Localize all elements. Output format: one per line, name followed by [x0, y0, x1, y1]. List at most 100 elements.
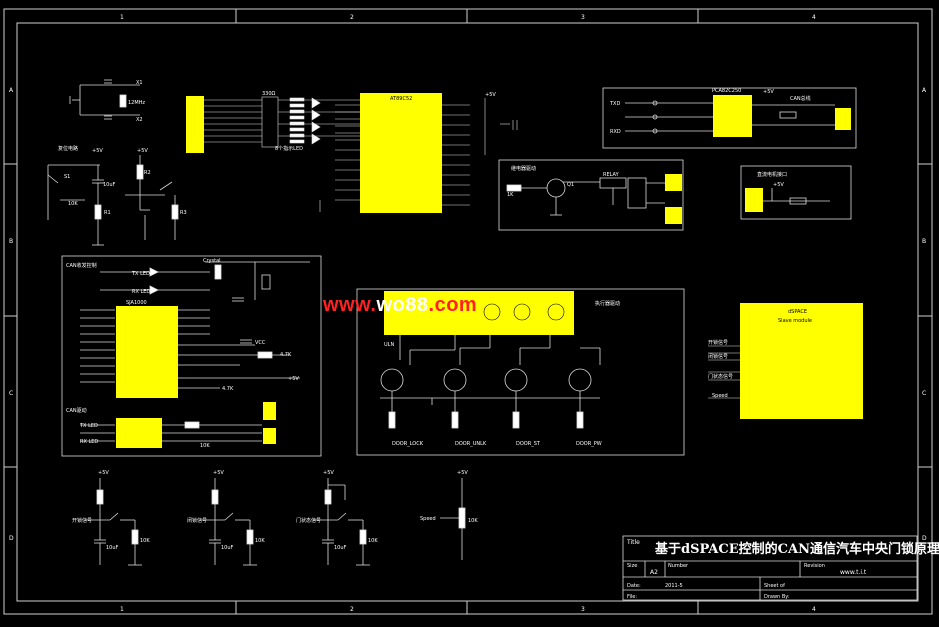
svg-text:PCA82C250: PCA82C250: [712, 88, 741, 94]
mcu-chip: [360, 93, 442, 213]
row-markers: A B C D A B C D: [9, 87, 927, 542]
row-marker: D: [922, 535, 927, 542]
svg-text:门状态信号: 门状态信号: [296, 517, 321, 524]
drawing-frame: [3, 8, 933, 615]
svg-text:10K: 10K: [255, 538, 265, 544]
relay-connector-1: [665, 174, 682, 191]
svg-text:Revision: Revision: [804, 563, 825, 569]
svg-text:CAN总线: CAN总线: [790, 95, 811, 102]
reset-title: 复位电路: [58, 145, 78, 152]
can-jumper-1: [263, 402, 276, 420]
svg-text:R1: R1: [104, 210, 111, 216]
watermark: www.wo88.com: [323, 294, 478, 316]
svg-text:RELAY: RELAY: [603, 172, 620, 178]
svg-text:2011-5: 2011-5: [665, 583, 683, 589]
row-marker: C: [922, 390, 926, 397]
led-label: 8个指示LED: [275, 145, 303, 152]
svg-text:+5V: +5V: [485, 92, 496, 98]
relay-title: 继电器驱动: [511, 165, 536, 172]
actuator-title: 执行器驱动: [595, 300, 620, 307]
svg-text:开锁信号: 开锁信号: [708, 339, 728, 346]
row-marker: C: [9, 390, 13, 397]
svg-text:RXD: RXD: [610, 129, 621, 135]
svg-text:+5V: +5V: [137, 148, 148, 154]
svg-text:SJA1000: SJA1000: [126, 300, 147, 306]
can-controller-chip: [116, 306, 178, 398]
relay-connector-2: [665, 207, 682, 224]
col-marker: 1: [120, 606, 124, 613]
can-block-title: CAN收发控制: [66, 262, 97, 269]
svg-text:330Ω: 330Ω: [262, 91, 276, 97]
svg-text:VCC: VCC: [255, 340, 266, 346]
relay-driver-box: [498, 159, 684, 231]
svg-text:+5V: +5V: [288, 376, 299, 382]
svg-text:A2: A2: [650, 569, 658, 576]
svg-text:+5V: +5V: [213, 470, 224, 476]
motor-title: 直流电机接口: [757, 171, 787, 178]
svg-text:开锁信号: 开锁信号: [72, 517, 92, 524]
svg-text:Speed: Speed: [712, 393, 728, 399]
svg-text:Drawn By:: Drawn By:: [764, 594, 790, 600]
col-marker: 1: [120, 14, 124, 21]
can-control-block: [61, 255, 322, 457]
svg-text:TX LED: TX LED: [131, 271, 150, 277]
svg-text:4.7K: 4.7K: [280, 352, 292, 358]
svg-text:dSPACE: dSPACE: [788, 309, 807, 315]
svg-text:+5V: +5V: [92, 148, 103, 154]
svg-text:+5V: +5V: [763, 89, 774, 95]
drawing-title: 基于dSPACE控制的CAN通信汽车中央门锁原理图: [654, 541, 939, 557]
col-marker: 2: [350, 606, 354, 613]
svg-text:X1: X1: [136, 80, 143, 86]
svg-text:闭锁信号: 闭锁信号: [187, 517, 207, 524]
can-driver-chip: [116, 418, 162, 448]
svg-text:TXD: TXD: [609, 101, 620, 107]
title-block: [622, 535, 918, 601]
svg-text:RX LED: RX LED: [132, 289, 150, 295]
svg-text:10K: 10K: [468, 518, 478, 524]
can-transceiver-chip: [713, 95, 752, 137]
svg-text:ULN: ULN: [384, 342, 394, 348]
svg-text:10K: 10K: [140, 538, 150, 544]
svg-text:+5V: +5V: [98, 470, 109, 476]
row-marker: B: [9, 238, 13, 245]
driver-array-chip: [384, 291, 574, 335]
can-transceiver-box: [602, 87, 857, 149]
svg-text:TX LED: TX LED: [79, 423, 98, 429]
svg-text:10uF: 10uF: [221, 545, 234, 551]
row-marker: B: [922, 238, 926, 245]
row-marker: A: [922, 87, 927, 94]
svg-text:10uF: 10uF: [103, 182, 116, 188]
can-bus-connector: [835, 108, 851, 130]
svg-text:R2: R2: [144, 170, 151, 176]
col-marker: 4: [812, 606, 816, 613]
svg-text:DOOR_LOCK: DOOR_LOCK: [392, 441, 424, 447]
svg-text:Q1: Q1: [567, 182, 574, 188]
svg-text:DOOR_PW: DOOR_PW: [576, 441, 602, 447]
svg-text:12MHz: 12MHz: [128, 100, 145, 106]
transistor-driver-block: [356, 288, 685, 456]
row-marker: A: [9, 87, 14, 94]
svg-text:门状态信号: 门状态信号: [708, 373, 733, 380]
svg-text:Date:: Date:: [627, 583, 641, 589]
dspace-module: [740, 303, 863, 419]
motor-interface-box: [740, 165, 852, 220]
svg-text:R3: R3: [180, 210, 187, 216]
svg-text:10K: 10K: [200, 443, 210, 449]
connector-header-j1: [186, 96, 204, 153]
reset-circuit: [47, 155, 179, 246]
svg-text:Size: Size: [627, 563, 637, 569]
svg-text:Slave module: Slave module: [778, 318, 812, 324]
svg-text:闭锁信号: 闭锁信号: [708, 353, 728, 360]
svg-text:10K: 10K: [368, 538, 378, 544]
title-label: Title: [626, 539, 640, 546]
col-marker: 4: [812, 14, 816, 21]
row-marker: D: [9, 535, 14, 542]
svg-text:DOOR_ST: DOOR_ST: [516, 441, 541, 447]
motor-connector: [745, 188, 763, 212]
svg-text:10uF: 10uF: [334, 545, 347, 551]
oscillator-circuit: [69, 79, 140, 120]
svg-text:1K: 1K: [507, 192, 514, 198]
svg-text:S1: S1: [64, 174, 70, 180]
svg-text:+5V: +5V: [457, 470, 468, 476]
